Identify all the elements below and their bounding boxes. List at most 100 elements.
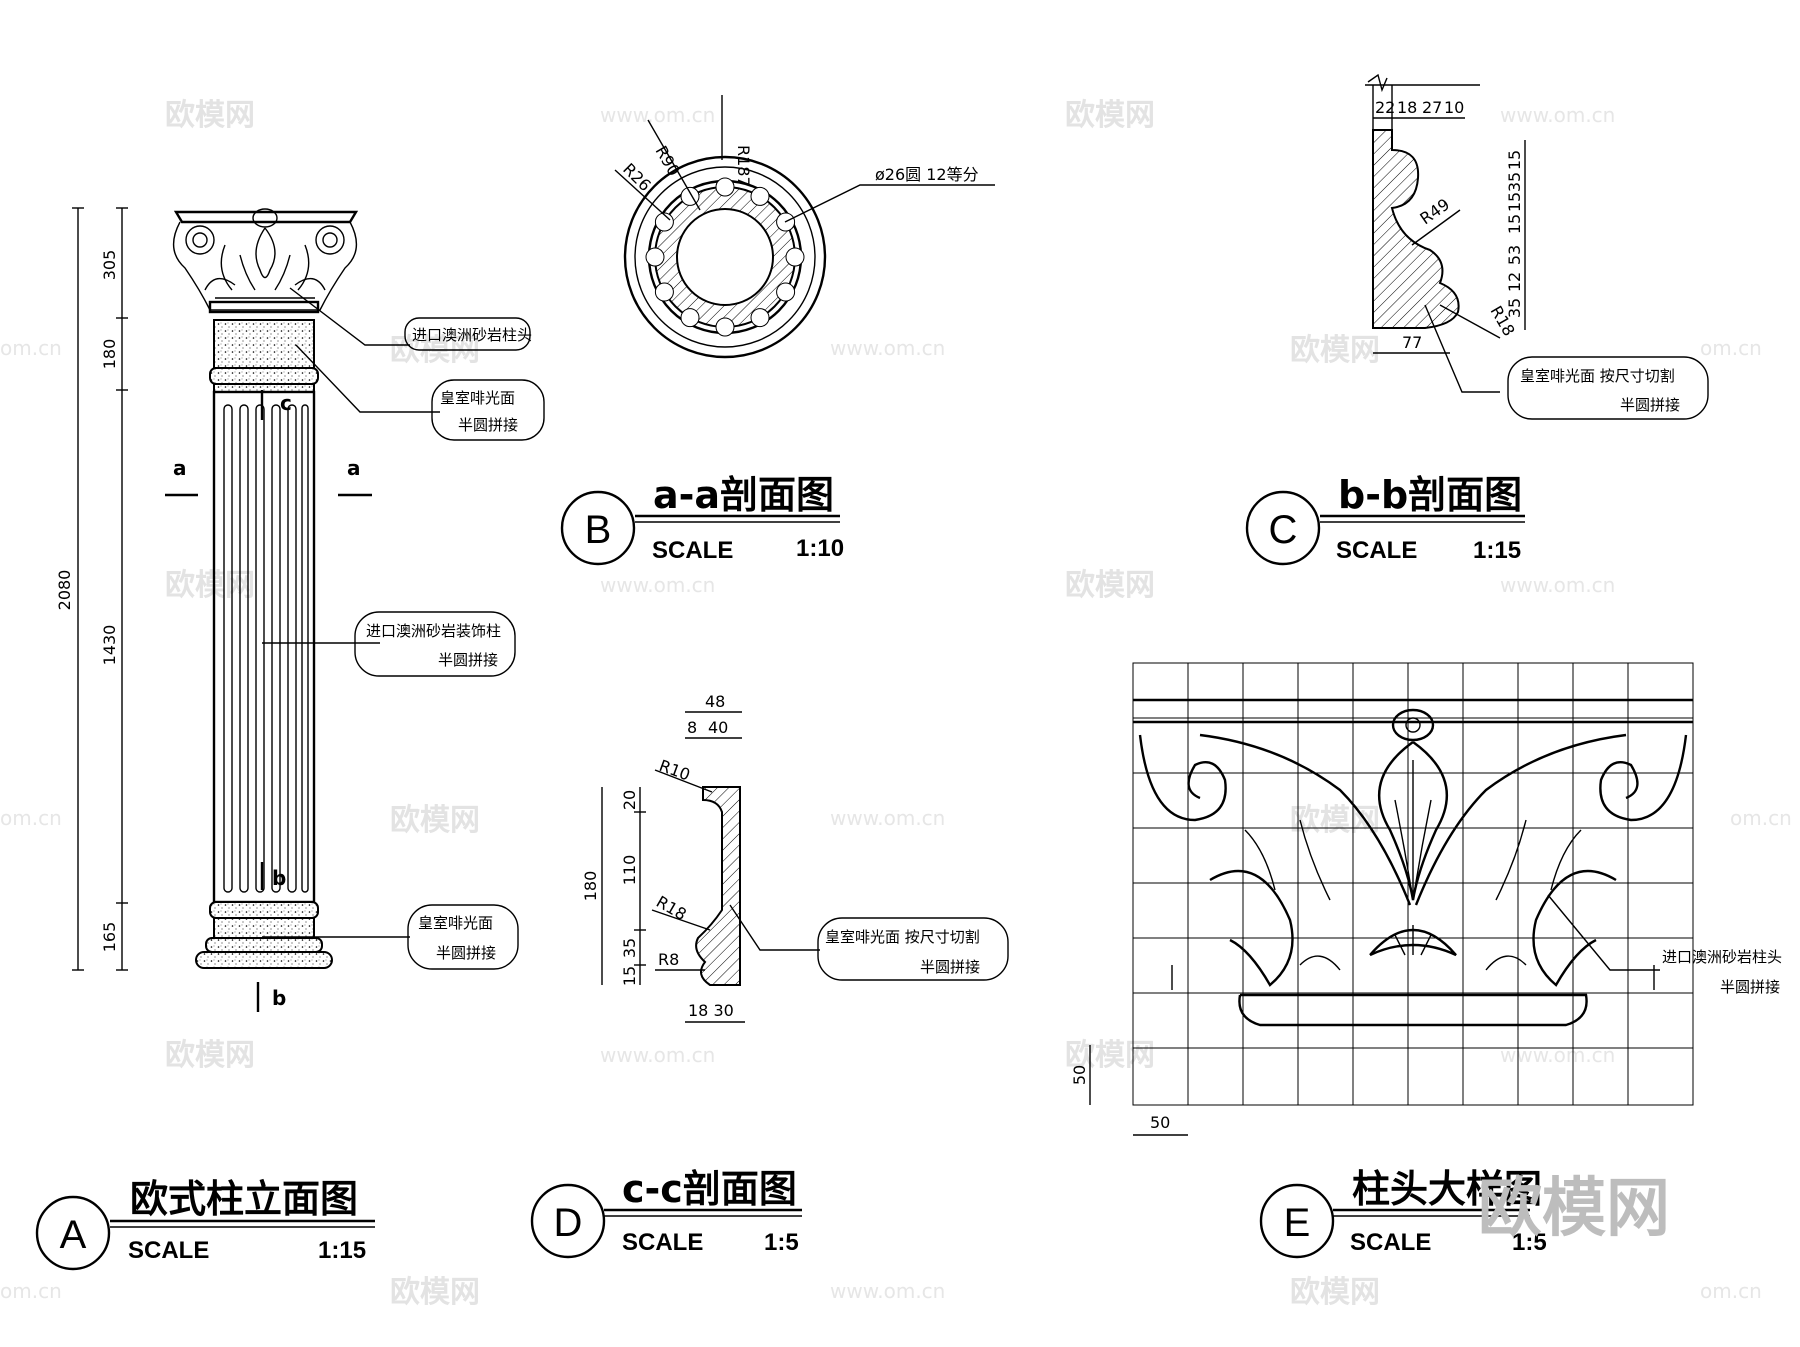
view-c-circle [1245,490,1321,566]
cloud-base [407,904,519,970]
view-a-column-elevation: 2080 305 180 1430 165 a a c b b 进口澳洲砂岩柱头… [35,207,545,1271]
capital-volute-left [185,225,215,255]
view-c-scale-label: SCALE [1336,537,1417,564]
watermark-text: 欧模网 [165,1038,255,1073]
section-mark-b-upper: b [272,866,286,890]
section-mark-c: c [280,391,292,415]
capital-astragal [1238,993,1588,1027]
watermark-text: 欧模网 [165,98,255,133]
dim-c-r5: 53 [1505,245,1524,265]
dim-c-r6: 12 [1505,272,1524,292]
watermark-site: om.cn [0,1279,62,1303]
cloud-d [817,917,1009,981]
dim-c-r7: 35 [1505,298,1524,318]
capital-volute-right [315,225,345,255]
view-b-circle [560,490,636,566]
capital-top-band [1133,698,1693,724]
note-shaft-1: 进口澳洲砂岩装饰柱 [366,622,501,640]
view-c-scale-value: 1:15 [1473,537,1521,564]
view-d-circle [530,1183,606,1259]
upper-band [213,319,315,369]
watermark-site: www.om.cn [600,573,715,597]
cloud-shaft [354,611,516,677]
note-base-1: 皇室啡光面 [418,914,493,932]
dim-c-top-4: 10 [1444,98,1464,117]
view-b-section: R187 R90 R26 ø26圆 12等分 B a-a剖面图 SCALE 1:… [560,95,995,566]
dim-e-grid-v: 50 [1070,1065,1089,1085]
view-e-scale-label: SCALE [1350,1229,1431,1256]
note-band-1: 皇室啡光面 [440,389,515,407]
watermark-site: www.om.cn [600,103,715,127]
dim-d-left-1: 20 [620,790,639,810]
dim-d-r18: R18 [653,892,690,924]
outer-ring [623,155,827,359]
capital-volute-right-large [1599,734,1688,822]
dim-e-grid-h: 50 [1150,1113,1170,1132]
dim-r187: R187 [734,145,753,187]
section-mark-a-left: a [173,456,187,480]
dim-d-left-2: 110 [620,855,639,886]
note-c-1: 皇室啡光面 按尺寸切割 [1520,367,1675,385]
leader-band [295,344,440,413]
dim-d-r8: R8 [658,950,679,969]
watermark-text: 欧模网 [1065,98,1155,133]
dim-d-top-b: 40 [708,718,728,737]
view-d-scale-value: 1:5 [764,1229,799,1256]
section-mark-a-right: a [347,456,361,480]
profile-b [1372,129,1460,329]
dim-c-r1: 15 [1505,150,1524,170]
capital-acanthus-left [1209,869,1294,987]
shaft-flutes [223,404,309,893]
leader-capital [289,287,410,346]
watermark-site: om.cn [1700,336,1762,360]
capital-acanthus-right [1532,869,1617,987]
watermark-text: 欧模网 [390,803,480,838]
base-torus [209,901,319,919]
capital-fan [1369,929,1457,957]
watermark-site: om.cn [0,336,62,360]
view-a-letter: A [60,1213,87,1257]
dim-c-r49: R49 [1416,195,1453,229]
dim-c-top-3: 27 [1422,98,1442,117]
note-shaft-2: 半圆拼接 [438,651,498,669]
view-b-title: a-a剖面图 [653,473,834,517]
inner-hollow [676,208,774,306]
view-e-title: 柱头大样图 [1352,1167,1542,1211]
watermark-logo: 欧模网 [1478,1172,1670,1246]
view-e-capital-detail: 50 50 进口澳洲砂岩柱头 半圆拼接 E 柱头大样图 SCALE 1:5 [1070,662,1782,1259]
watermark-text: 欧模网 [390,1275,480,1310]
capital-scroll-right [1414,733,1627,906]
view-a-scale-label: SCALE [128,1237,209,1264]
watermark-text: 欧模网 [1290,1275,1380,1310]
watermark-layer: 欧模网 www.om.cn 欧模网 www.om.cn om.cn 欧模网 ww… [0,98,1792,1310]
capital-necking [208,300,320,314]
note-band-2: 半圆拼接 [458,416,518,434]
view-d-title: c-c剖面图 [622,1167,797,1211]
watermark-site: om.cn [1700,1279,1762,1303]
capital-scroll-left [1199,733,1412,906]
view-b-letter: B [585,508,612,552]
watermark-site: www.om.cn [830,336,945,360]
capital-body [172,221,358,311]
view-c-title: b-b剖面图 [1338,473,1522,517]
watermark-site: www.om.cn [1500,103,1615,127]
note-e-1: 进口澳洲砂岩柱头 [1662,948,1782,966]
watermark-site: www.om.cn [600,1043,715,1067]
capital-rosette-large [1391,708,1435,742]
note-d-1: 皇室啡光面 按尺寸切割 [825,928,980,946]
view-d-letter: D [554,1201,583,1245]
dim-c-r3: 15 [1505,192,1524,212]
view-c-letter: C [1269,508,1298,552]
note-d-2: 半圆拼接 [920,958,980,976]
section-mark-b-lower: b [272,986,286,1010]
watermark-text: 欧模网 [1065,568,1155,603]
watermark-text: 欧模网 [1290,333,1380,368]
view-b-scale-value: 1:10 [796,535,844,562]
cloud-c [1507,356,1709,420]
base-plinth [195,951,333,969]
watermark-text: 欧模网 [165,568,255,603]
view-a-circle [35,1195,111,1271]
view-d-section: 48 8 40 R10 R18 R8 180 20 110 35 15 18 3… [530,692,1009,1259]
dim-c-top-1: 22 [1375,98,1395,117]
